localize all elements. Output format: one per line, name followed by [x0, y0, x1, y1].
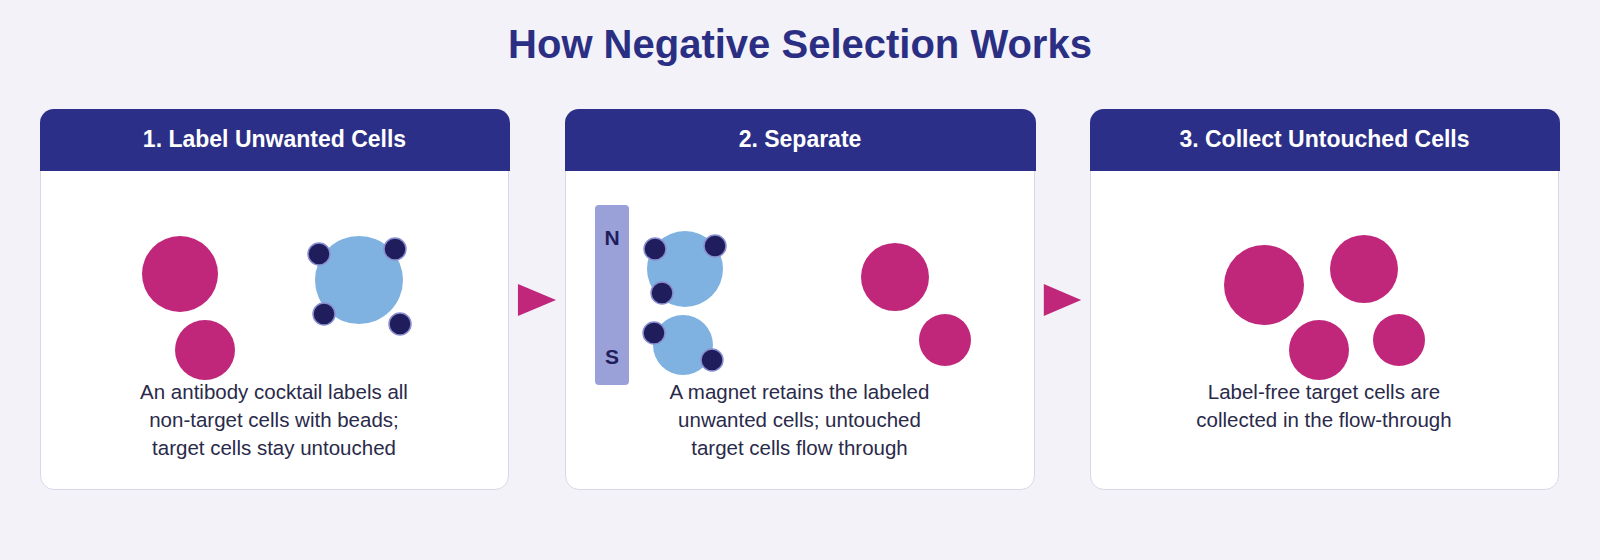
step-panel: 2. Separate A magnet retains the labeled …	[565, 109, 1035, 490]
step-heading: 3. Collect Untouched Cells	[1090, 109, 1560, 171]
step-panel: 3. Collect Untouched CellsLabel-free tar…	[1090, 109, 1559, 490]
step-description: Label-free target cells are collected in…	[1184, 378, 1464, 434]
step-arrow	[518, 284, 556, 316]
magnet-pole-label: N	[604, 226, 619, 250]
step-arrow	[1044, 284, 1081, 316]
step-description: A magnet retains the labeled unwanted ce…	[655, 378, 945, 462]
step-panel: 1. Label Unwanted Cells An antibody cockt…	[40, 109, 509, 490]
step-heading: 2. Separate	[565, 109, 1036, 171]
diagram-title: How Negative Selection Works	[0, 18, 1600, 70]
step-heading: 1. Label Unwanted Cells	[40, 109, 510, 171]
magnet-pole-label: S	[605, 345, 619, 369]
step-description: An antibody cocktail labels all non-targ…	[124, 378, 424, 462]
